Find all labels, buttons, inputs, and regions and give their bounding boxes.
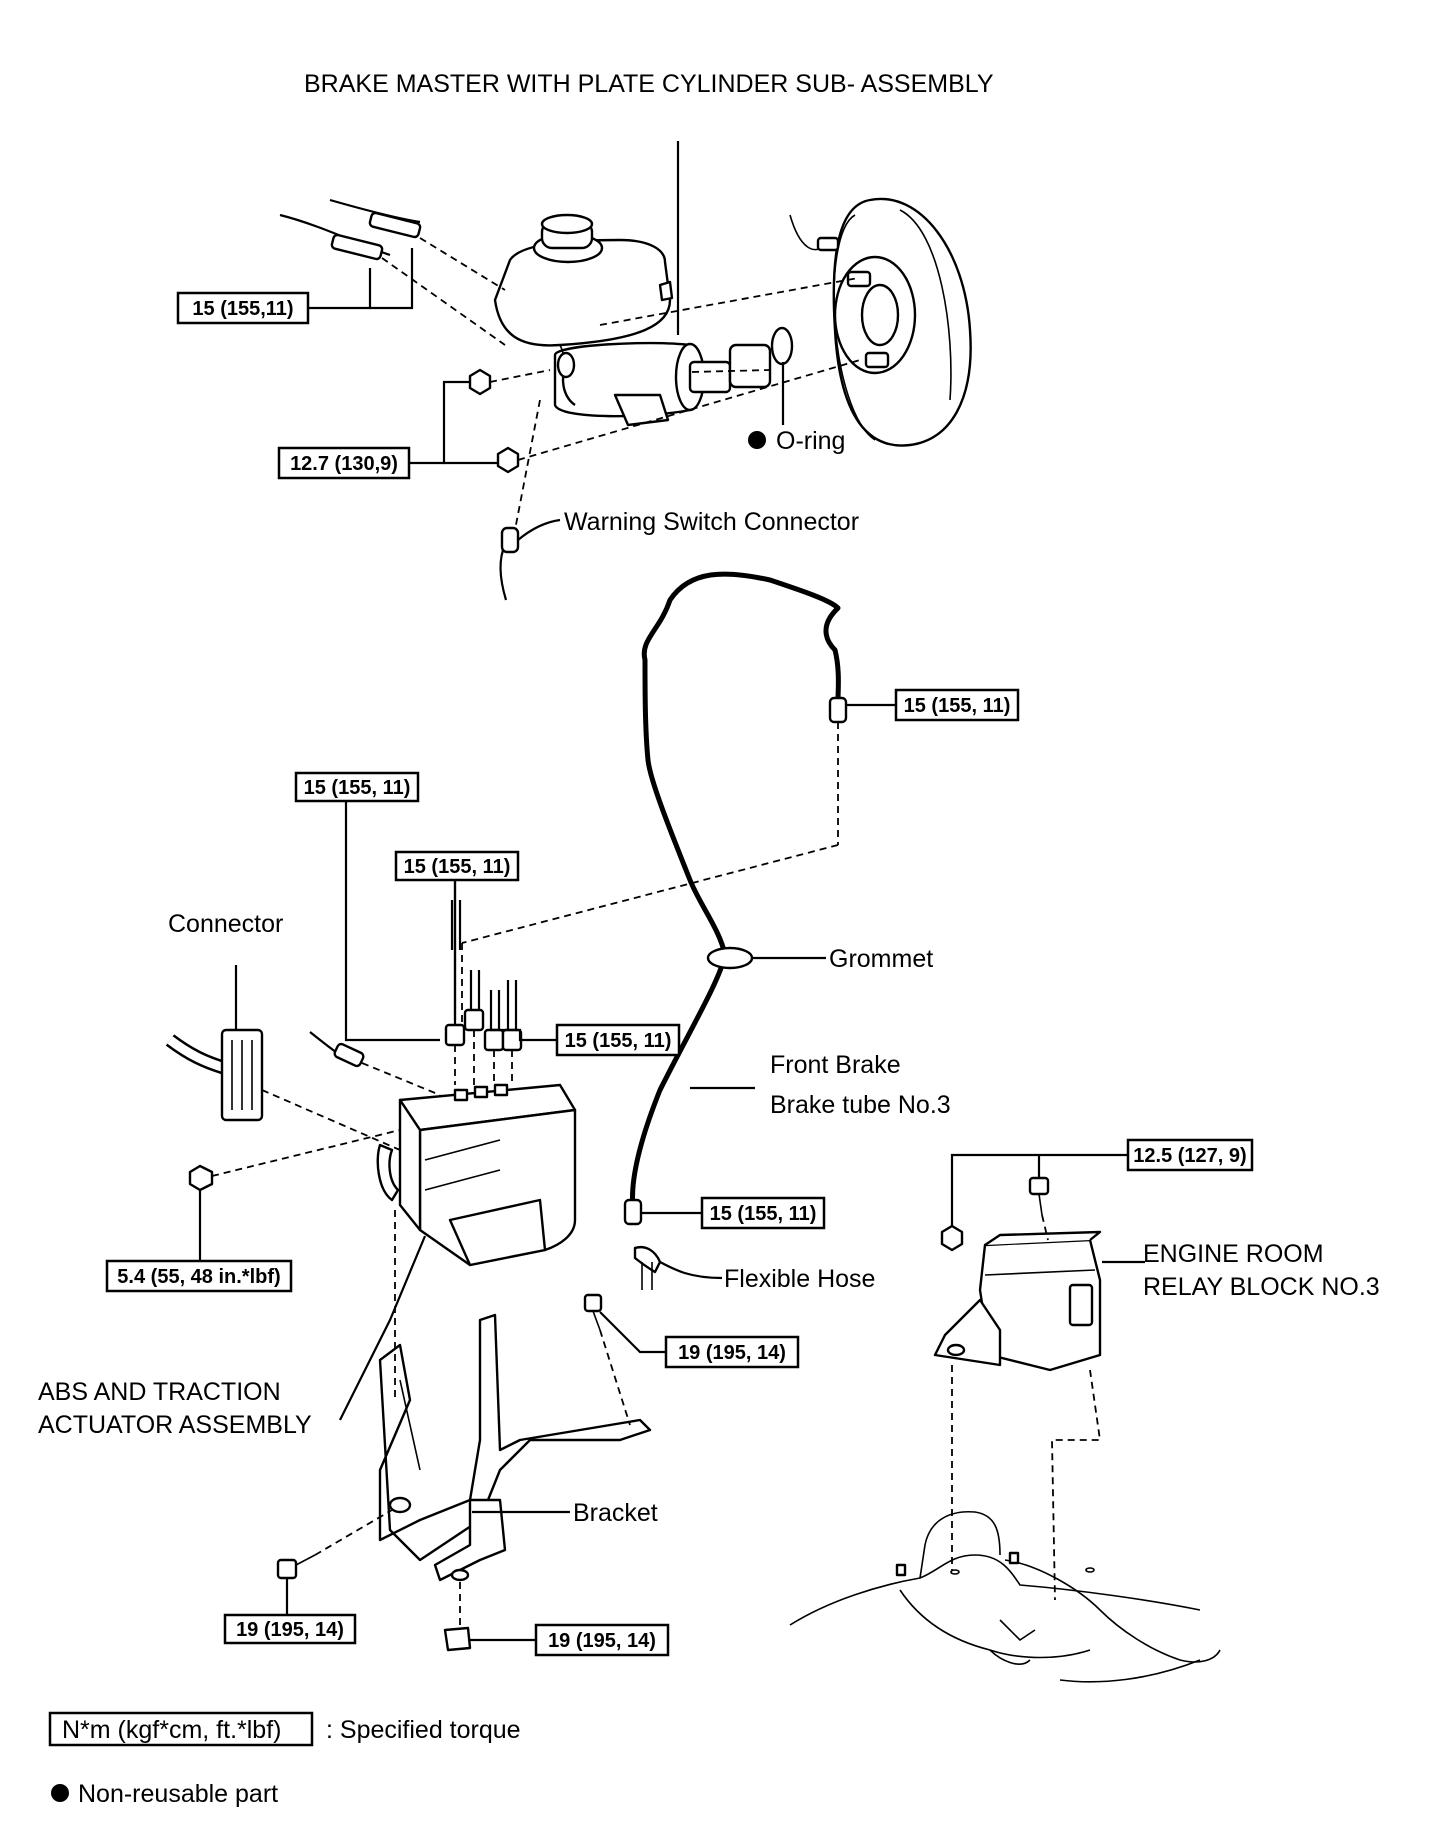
nut-icon <box>468 368 492 396</box>
non-reusable-dot-icon <box>748 431 766 449</box>
torque-master-lines: 15 (155,11) <box>192 298 293 320</box>
torque-bracket-nut-bottom: 19 (195, 14) <box>548 1630 656 1652</box>
nut-icon <box>443 1626 472 1652</box>
torque-abs-top: 15 (155, 11) <box>404 856 511 878</box>
torque-relay-block: 12.5 (127, 9) <box>1133 1145 1246 1167</box>
nut-icon <box>496 446 520 474</box>
torque-abs-nut: 5.4 (55, 48 in.*lbf) <box>117 1266 280 1288</box>
o-ring-label: O-ring <box>776 427 845 455</box>
connector-label: Connector <box>168 910 283 938</box>
body-panel-drawing <box>789 1510 1221 1683</box>
torque-tube-lower: 15 (155, 11) <box>710 1203 817 1225</box>
nut-icon <box>940 1224 964 1252</box>
legend-non-reusable: Non-reusable part <box>78 1780 278 1808</box>
relay-block-drawing <box>933 1230 1102 1372</box>
grommet-label: Grommet <box>829 945 933 973</box>
grommet-icon <box>706 946 754 970</box>
o-ring-drawing <box>770 326 794 366</box>
flexible-hose-label: Flexible Hose <box>724 1265 875 1293</box>
legend-unit-text: N*m (kgf*cm, ft.*lbf) <box>62 1716 281 1744</box>
warning-switch-connector-icon <box>500 526 520 554</box>
tube-fitting-icon <box>828 696 848 724</box>
flexible-hose-icon <box>633 1246 662 1274</box>
torque-bracket-bolt-upper: 19 (195, 14) <box>678 1342 786 1364</box>
torque-abs-right: 15 (155, 11) <box>565 1030 672 1052</box>
abs-top-fittings <box>444 900 523 1085</box>
torque-tube-upper: 15 (155, 11) <box>904 695 1011 717</box>
tube-fitting-icon <box>623 1198 643 1226</box>
legend-specified-torque: : Specified torque <box>326 1716 521 1744</box>
line-nut-icon <box>368 211 422 239</box>
brake-tube-label: Brake tube No.3 <box>770 1091 951 1119</box>
line-nut-icon <box>333 1042 365 1068</box>
non-reusable-dot-icon <box>51 1784 69 1802</box>
torque-bracket-bolt-left: 19 (195, 14) <box>236 1619 344 1641</box>
relay-label-line1: ENGINE ROOM <box>1143 1240 1324 1268</box>
legend-unit-box <box>48 1711 314 1747</box>
bracket-label: Bracket <box>573 1499 658 1527</box>
torque-master-nuts: 12.7 (130,9) <box>290 453 398 475</box>
bolt-icon <box>276 1558 298 1580</box>
master-cylinder-drawing <box>493 213 772 427</box>
connector-drawing <box>165 1028 264 1122</box>
relay-label-line2: RELAY BLOCK NO.3 <box>1143 1273 1380 1301</box>
brake-booster-drawing <box>789 197 972 447</box>
brake-tube-drawing <box>630 571 841 1209</box>
front-brake-label: Front Brake <box>770 1051 901 1079</box>
abs-label-line1: ABS AND TRACTION <box>38 1378 281 1406</box>
bracket-drawing <box>378 1313 652 1582</box>
nut-icon <box>188 1164 214 1192</box>
abs-actuator-drawing <box>376 1083 577 1267</box>
warning-switch-label: Warning Switch Connector <box>564 508 859 536</box>
abs-label-line2: ACTUATOR ASSEMBLY <box>38 1411 312 1439</box>
line-nut-icon <box>330 233 384 261</box>
bolt-icon <box>1028 1176 1050 1196</box>
diagram-title: BRAKE MASTER WITH PLATE CYLINDER SUB- AS… <box>304 70 994 98</box>
torque-abs-left-line: 15 (155, 11) <box>304 777 411 799</box>
bolt-icon <box>583 1293 603 1313</box>
